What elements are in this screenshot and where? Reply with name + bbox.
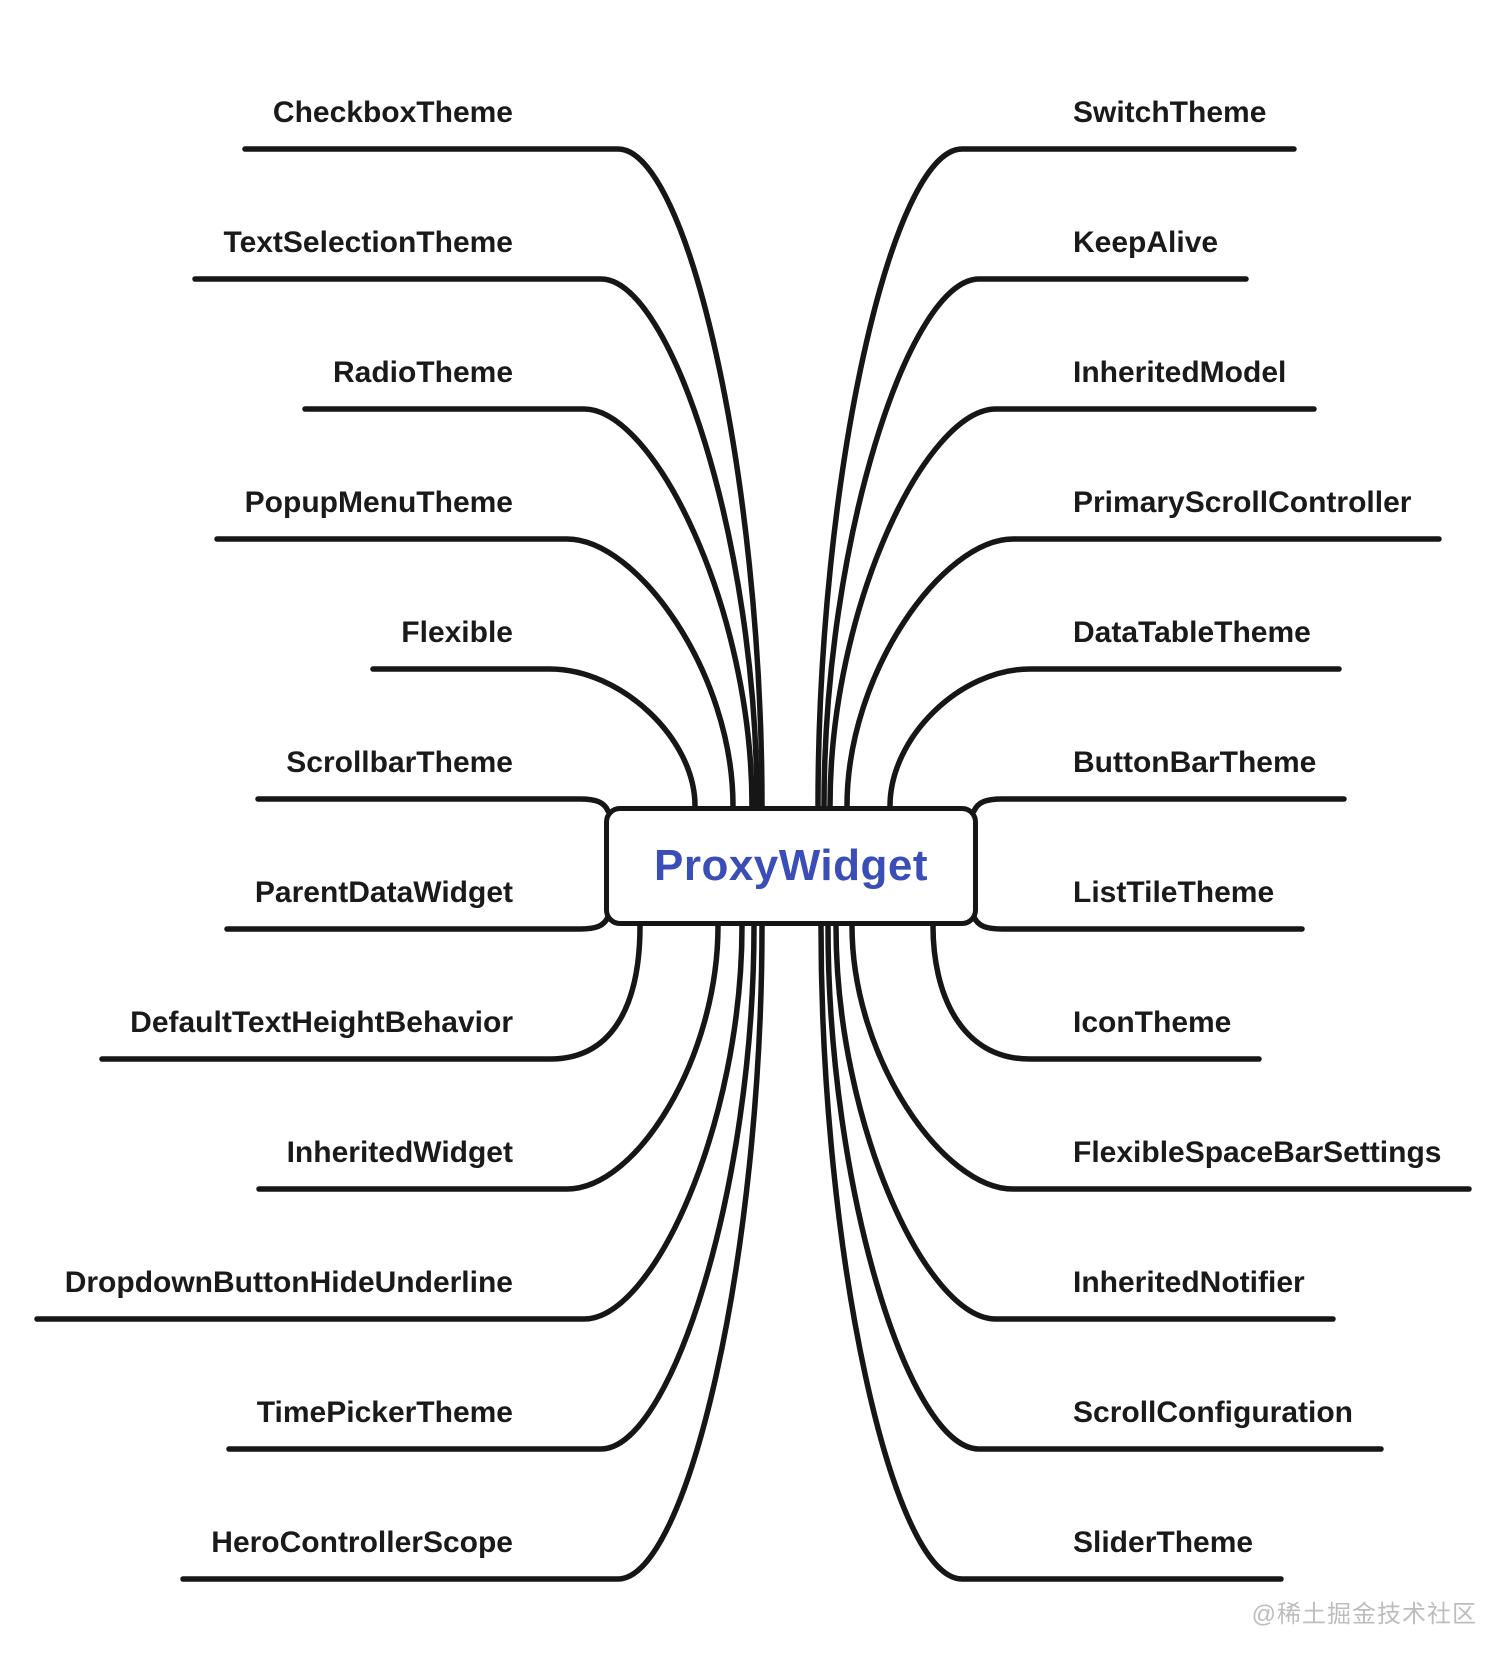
connector-path	[224, 914, 611, 932]
connector-path	[833, 923, 1336, 1322]
branch-label-right-1: KeepAlive	[1073, 226, 1219, 259]
connector-path	[226, 923, 757, 1452]
branch-label-left-11: HeroControllerScope	[211, 1526, 513, 1559]
branch-label-left-8: InheritedWidget	[286, 1136, 513, 1169]
connector-path	[815, 146, 1297, 809]
branch-label-right-10: ScrollConfiguration	[1073, 1396, 1353, 1429]
connector-path	[818, 923, 1284, 1582]
connector-path	[214, 536, 736, 809]
connector-path	[971, 914, 1305, 932]
connector-path	[370, 666, 698, 809]
center-node: ProxyWidget	[604, 806, 978, 926]
branch-label-left-5: ScrollbarTheme	[286, 746, 513, 779]
branch-label-left-0: CheckboxTheme	[272, 96, 513, 129]
connector-path	[255, 796, 611, 814]
branch-label-right-0: SwitchTheme	[1073, 96, 1267, 129]
branch-label-left-3: PopupMenuTheme	[244, 486, 513, 519]
branch-label-left-7: DefaultTextHeightBehavior	[130, 1006, 513, 1039]
branch-label-right-11: SliderTheme	[1073, 1526, 1254, 1559]
connector-path	[844, 536, 1442, 809]
branch-label-left-4: Flexible	[401, 616, 513, 649]
connector-path	[34, 923, 745, 1322]
branch-label-right-7: IconTheme	[1073, 1006, 1232, 1039]
branch-label-right-9: InheritedNotifier	[1073, 1266, 1305, 1299]
branch-label-left-2: RadioTheme	[332, 356, 513, 389]
branch-label-right-8: FlexibleSpaceBarSettings	[1073, 1136, 1442, 1169]
watermark-text: @稀土掘金技术社区	[1251, 1601, 1477, 1628]
connector-path	[971, 796, 1347, 814]
branch-label-right-3: PrimaryScrollController	[1073, 486, 1412, 519]
branch-label-left-1: TextSelectionTheme	[223, 226, 513, 259]
connector-path	[180, 923, 765, 1582]
connector-path	[887, 666, 1342, 809]
branch-label-right-2: InheritedModel	[1073, 356, 1287, 389]
branch-label-right-6: ListTileTheme	[1073, 876, 1275, 909]
branch-label-right-5: ButtonBarTheme	[1073, 746, 1317, 779]
connector-path	[302, 406, 755, 809]
connector-path	[827, 406, 1317, 809]
connector-path	[825, 923, 1384, 1452]
connector-path	[930, 923, 1262, 1062]
branch-label-right-4: DataTableTheme	[1073, 616, 1311, 649]
connector-path	[256, 923, 721, 1192]
connector-path	[821, 276, 1249, 809]
branch-label-left-9: DropdownButtonHideUnderline	[64, 1266, 513, 1299]
connector-path	[192, 276, 760, 809]
connector-path	[242, 146, 765, 809]
branch-label-left-6: ParentDataWidget	[254, 876, 513, 909]
connector-path	[99, 923, 643, 1062]
connector-path	[849, 923, 1472, 1192]
branch-label-left-10: TimePickerTheme	[256, 1396, 513, 1429]
center-node-label: ProxyWidget	[653, 841, 929, 890]
